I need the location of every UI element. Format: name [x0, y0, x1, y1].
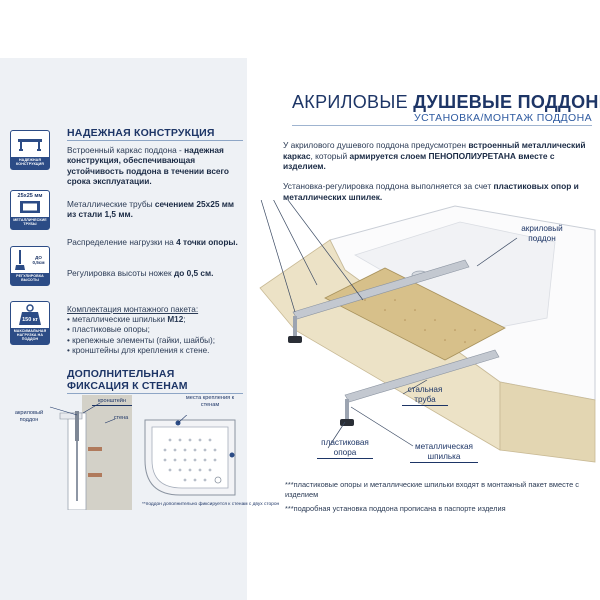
top-white-strip: [0, 0, 600, 58]
height-adjust-icon: ДО 0,5см РЕГУЛИРОВКА ВЫСОТЫ: [10, 246, 50, 286]
kit-item: • кронштейны для крепления к стене.: [67, 345, 210, 355]
passport-note: ***подробная установка поддона прописана…: [285, 504, 506, 513]
construction-paragraph: Встроенный каркас поддона - надежная кон…: [67, 145, 229, 187]
kit-title: Комплектация монтажного пакета:: [67, 305, 199, 314]
tray-cross-section-illustration: [259, 200, 596, 463]
callout-steel-pipe: стальная труба: [402, 385, 448, 406]
kit-item: • пластиковые опоры;: [67, 325, 150, 335]
height-paragraph: Регулировка высоты ножек до 0,5 см.: [67, 268, 214, 278]
load-paragraph: Распределение нагрузки на 4 точки опоры.: [67, 237, 238, 247]
page-title: АКРИЛОВЫЕ ДУШЕВЫЕ ПОДДОНЫ: [292, 92, 600, 112]
height-value-label: ДО 0,5см: [32, 254, 45, 266]
section-construction-title: НАДЕЖНАЯ КОНСТРУКЦИЯ: [67, 127, 215, 139]
section-construction-rule: [67, 140, 243, 141]
weight-icon: 150 кг МАКСИМАЛЬНАЯ НАГРУЗКА НА ПОДДОН: [10, 301, 50, 345]
page-subtitle: УСТАНОВКА/МОНТАЖ ПОДДОНА: [414, 112, 592, 124]
label-mount-points: места крепления к стенам: [185, 395, 235, 408]
height-icon-caption: РЕГУЛИРОВКА ВЫСОТЫ: [11, 273, 49, 285]
callout-metal-stud: металлическая шпилька: [410, 442, 478, 463]
weight-value-label: 150 кг: [22, 317, 38, 323]
label-bracket: кронштейн: [92, 398, 132, 406]
section-wall-rule: [67, 393, 243, 394]
pipes-paragraph: Металлические трубы сечением 25x25 мм из…: [67, 199, 235, 220]
metal-pipe-icon: 25x25 мм МЕТАЛЛИЧЕСКИЕ ТРУБЫ: [10, 190, 50, 230]
kit-item: • металлические шпильки М12;: [67, 315, 186, 325]
wall-fixing-footnote: **поддон дополнительно фиксируется к сте…: [142, 502, 280, 507]
weight-icon-caption: МАКСИМАЛЬНАЯ НАГРУЗКА НА ПОДДОН: [11, 328, 49, 344]
title-divider: [292, 125, 592, 126]
wall-bracket-illustration: [49, 395, 132, 510]
label-acrylic-tray-small: акриловый поддон: [14, 410, 44, 423]
label-wall: стена: [113, 415, 129, 421]
frame-description: У акрилового душевого поддона предусмотр…: [283, 140, 586, 172]
callout-acrylic-tray: акриловый поддон: [521, 224, 563, 243]
section-wall-fixing-title: ДОПОЛНИТЕЛЬНАЯ ФИКСАЦИЯ К СТЕНАМ: [67, 368, 188, 392]
pipe-size-label: 25x25 мм: [17, 193, 43, 199]
frame-icon: НАДЕЖНАЯ КОНСТРУКЦИЯ: [10, 130, 50, 170]
installation-description: Установка-регулировка поддона выполняетс…: [283, 181, 579, 202]
kit-list: Комплектация монтажного пакета: • металл…: [67, 305, 243, 356]
callout-plastic-support: пластиковая опора: [317, 438, 373, 459]
frame-icon-caption: НАДЕЖНАЯ КОНСТРУКЦИЯ: [11, 157, 49, 169]
kit-included-note: ***пластиковые опоры и металлические шпи…: [285, 480, 579, 499]
kit-item: • крепежные элементы (гайки, шайбы);: [67, 335, 216, 345]
pipe-icon-caption: МЕТАЛЛИЧЕСКИЕ ТРУБЫ: [11, 217, 49, 229]
tray-top-view: [144, 415, 236, 496]
